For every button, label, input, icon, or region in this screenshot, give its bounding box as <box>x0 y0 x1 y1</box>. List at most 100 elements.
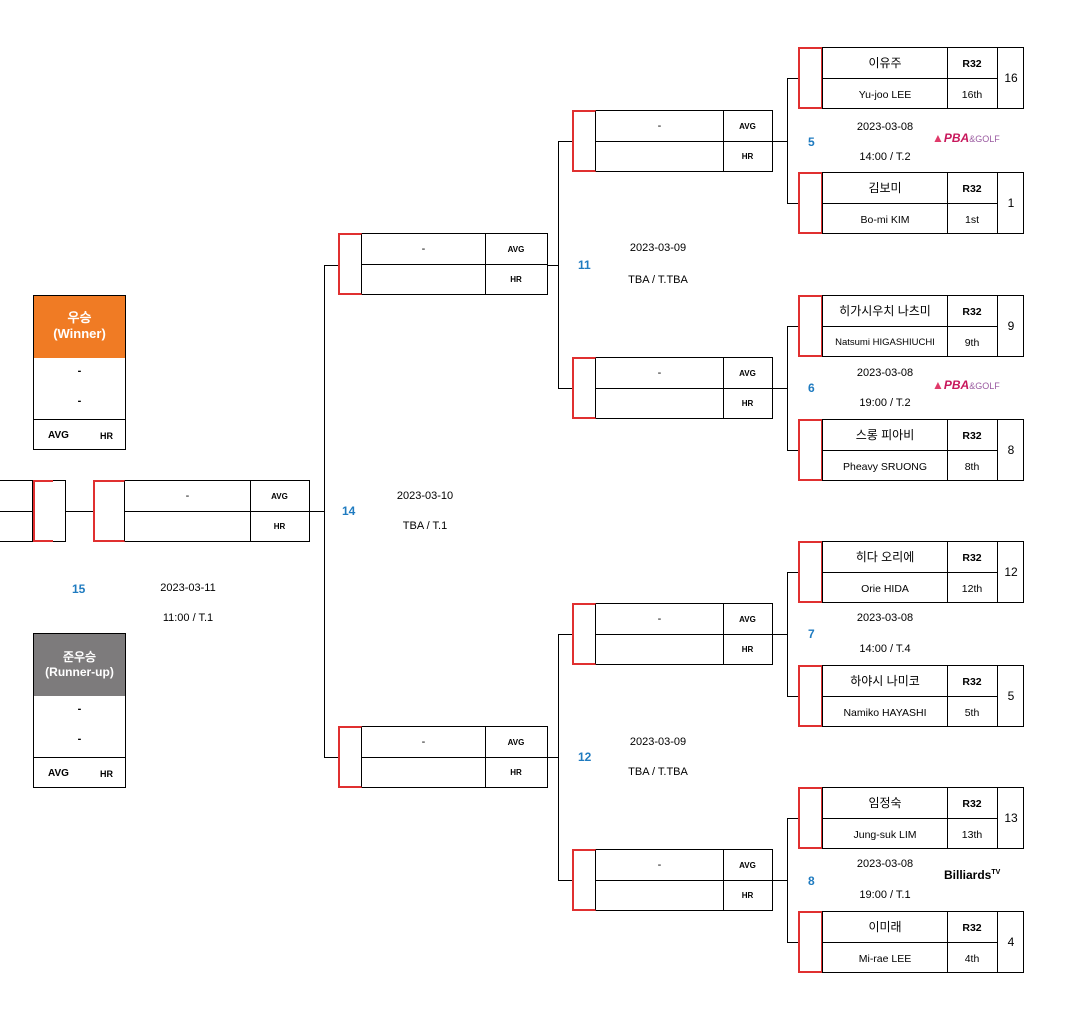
match-6-number: 6 <box>808 381 815 395</box>
semi-box-bottom: - AVG HR <box>337 725 548 789</box>
final-hr-label: HR <box>273 522 286 531</box>
player-card-1: 이유주 Yu-joo LEE R32 16th 16 <box>798 47 1025 109</box>
billiards-tv-logo: BilliardsTV <box>944 868 1001 882</box>
semi-top-player-name: - <box>421 243 426 255</box>
player-2-round: R32 <box>962 183 982 195</box>
semi-match-date: 2023-03-10 <box>396 490 454 502</box>
player-6-seed: 5 <box>1007 689 1015 703</box>
qf-bottom-match-number: 12 <box>578 750 592 764</box>
semi-top-avg-label: AVG <box>507 245 525 254</box>
winner-line2: - <box>77 395 82 407</box>
player-8-name-kr: 이미래 <box>868 920 902 934</box>
player-5-seed-place: 12th <box>961 583 983 595</box>
player-8-round: R32 <box>962 922 982 934</box>
player-7-round: R32 <box>962 798 982 810</box>
player-4-round: R32 <box>962 430 982 442</box>
player-3-seed-place: 9th <box>964 337 980 349</box>
player-7-name-en: Jung-suk LIM <box>853 829 917 841</box>
player-7-seed: 13 <box>1004 811 1018 825</box>
player-6-name-en: Namiko HAYASHI <box>843 707 927 719</box>
semi-match-time: TBA / T.1 <box>402 520 448 532</box>
r16-1-avg-label: AVG <box>739 122 756 131</box>
qf-top-match-number: 11 <box>578 258 591 272</box>
r16-box-3: - AVG HR <box>571 602 773 666</box>
player-1-seed-place: 16th <box>961 89 983 101</box>
match-8-number: 8 <box>808 874 815 888</box>
runner-up-title: 준우승 <box>62 650 97 664</box>
player-7-name-kr: 임정숙 <box>868 796 902 810</box>
final-match-date: 2023-03-11 <box>160 582 216 594</box>
player-2-name-en: Bo-mi KIM <box>860 214 910 226</box>
player-3-seed: 9 <box>1007 319 1015 333</box>
qf-top-match-time: TBA / T.TBA <box>628 274 688 286</box>
r16-4-avg-label: AVG <box>739 861 756 870</box>
match-7-date: 2023-03-08 <box>856 612 914 624</box>
player-6-round: R32 <box>962 676 982 688</box>
r16-2-avg-label: AVG <box>739 369 756 378</box>
player-4-name-en: Pheavy SRUONG <box>842 461 928 473</box>
player-1-name-en: Yu-joo LEE <box>858 89 912 101</box>
player-card-7: 임정숙 Jung-suk LIM R32 13th 13 <box>798 787 1025 849</box>
player-card-4: 스롱 피아비 Pheavy SRUONG R32 8th 8 <box>798 419 1025 481</box>
r16-2-player-name: - <box>657 367 662 379</box>
final-left-redtab <box>33 479 66 543</box>
pba-golf-logo-1: ▲PBA&GOLF <box>932 131 1000 145</box>
match-5-time: 14:00 / T.2 <box>859 151 911 163</box>
semi-box-top: - AVG HR <box>337 232 548 296</box>
semi-top-hr-label: HR <box>510 275 522 284</box>
r16-box-1: - AVG HR <box>571 109 773 173</box>
match-7-number: 7 <box>808 627 815 641</box>
player-8-seed: 4 <box>1007 935 1015 949</box>
match-8-date: 2023-03-08 <box>856 858 914 870</box>
match-8-time: 19:00 / T.1 <box>859 889 911 901</box>
winner-header: 우승 (Winner) <box>34 296 125 358</box>
r16-box-2: - AVG HR <box>571 356 773 420</box>
player-card-8: 이미래 Mi-rae LEE R32 4th 4 <box>798 911 1025 973</box>
player-1-name-kr: 이유주 <box>868 56 902 70</box>
qf-bottom-match-date: 2023-03-09 <box>629 736 687 748</box>
player-1-round: R32 <box>962 58 982 70</box>
semi-bottom-player-name: - <box>421 736 426 748</box>
player-8-seed-place: 4th <box>964 953 980 965</box>
player-3-name-kr: 히가시우치 나츠미 <box>839 304 931 318</box>
player-3-round: R32 <box>962 306 982 318</box>
match-6-time: 19:00 / T.2 <box>859 397 911 409</box>
final-avg-label: AVG <box>271 492 288 501</box>
winner-avg-label: AVG <box>48 430 69 441</box>
player-card-2: 김보미 Bo-mi KIM R32 1st 1 <box>798 172 1025 234</box>
match-6-date: 2023-03-08 <box>856 367 914 379</box>
r16-1-hr-label: HR <box>741 152 754 161</box>
player-5-seed: 12 <box>1004 565 1018 579</box>
player-8-name-en: Mi-rae LEE <box>858 953 912 965</box>
pba-golf-logo-2: ▲PBA&GOLF <box>932 378 1000 392</box>
match-5-number: 5 <box>808 135 815 149</box>
winner-hr-label: HR <box>100 431 113 441</box>
winner-title: 우승 <box>67 310 92 325</box>
semi-match-number: 14 <box>342 504 356 518</box>
r16-2-hr-label: HR <box>741 399 754 408</box>
player-3-name-en: Natsumi HIGASHIUCHI <box>835 337 935 348</box>
qf-bottom-match-time: TBA / T.TBA <box>628 766 688 778</box>
winner-subtitle: (Winner) <box>53 326 106 341</box>
runner-up-hr-label: HR <box>100 769 113 779</box>
player-5-round: R32 <box>962 552 982 564</box>
runner-up-avg-label: AVG <box>48 768 69 779</box>
winner-panel: 우승 (Winner) - - AVG HR <box>33 295 126 450</box>
player-4-seed: 8 <box>1007 443 1015 457</box>
match-7-time: 14:00 / T.4 <box>859 643 911 655</box>
player-4-seed-place: 8th <box>964 461 980 473</box>
player-1-seed: 16 <box>1004 71 1018 85</box>
player-2-name-kr: 김보미 <box>868 181 902 195</box>
r16-3-avg-label: AVG <box>739 615 756 624</box>
player-card-5: 히다 오리에 Orie HIDA R32 12th 12 <box>798 541 1025 603</box>
r16-box-4: - AVG HR <box>571 848 773 912</box>
qf-top-match-date: 2023-03-09 <box>629 242 687 254</box>
r16-1-player-name: - <box>657 120 662 132</box>
runner-up-subtitle: (Runner-up) <box>45 665 114 679</box>
player-6-name-kr: 하야시 나미코 <box>850 674 920 688</box>
runner-up-line2: - <box>77 733 82 745</box>
runner-up-header: 준우승 (Runner-up) <box>34 634 125 696</box>
final-player-name: - <box>185 490 190 502</box>
runner-up-line1: - <box>77 703 82 715</box>
semi-bottom-avg-label: AVG <box>507 738 525 747</box>
